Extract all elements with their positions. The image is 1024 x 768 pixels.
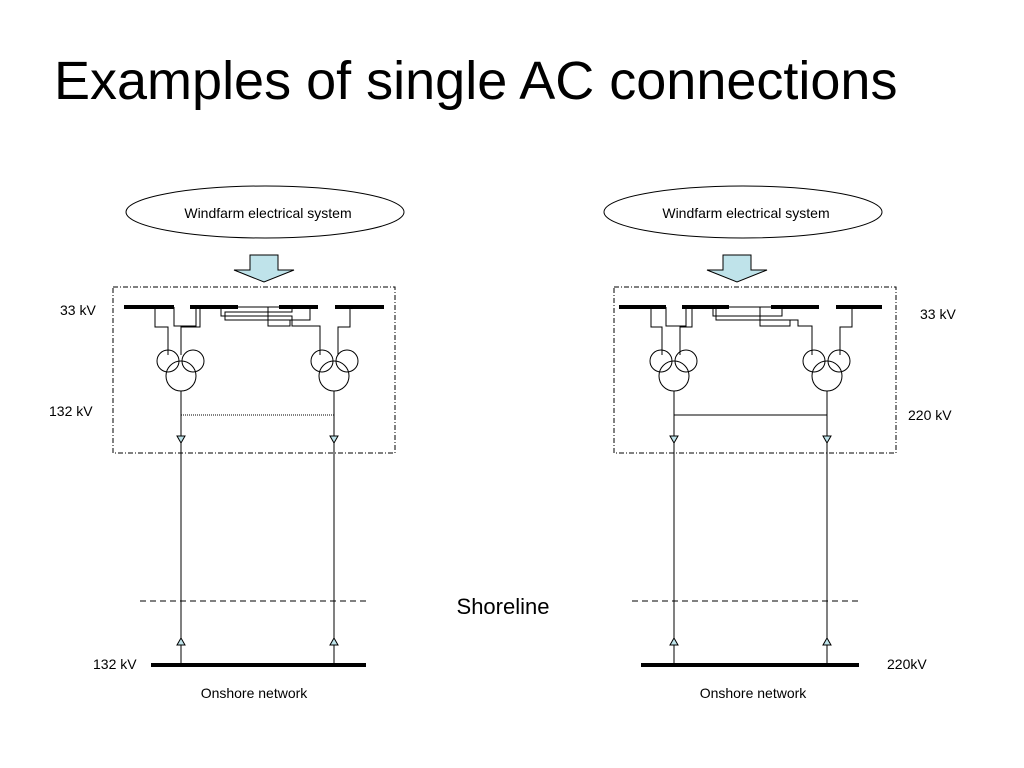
right-onshore-voltage-label: 220kV: [887, 656, 927, 672]
left-33kv-label: 33 kV: [60, 302, 96, 318]
shoreline-label: Shoreline: [457, 594, 550, 619]
left-windfarm-ellipse: [125, 185, 405, 239]
right-onshore-network-label: Onshore network: [700, 685, 808, 701]
left-offshore-boundary: [112, 286, 396, 454]
right-220kv-label: 220 kV: [908, 407, 952, 423]
right-down-arrow: [706, 254, 768, 283]
right-windfarm-ellipse: [603, 185, 883, 239]
left-system: [112, 185, 405, 667]
right-system: [603, 185, 897, 667]
right-transformer-1: [649, 349, 698, 392]
right-33kv-label: 33 kV: [920, 306, 956, 322]
right-windfarm-label: Windfarm electrical system: [662, 205, 829, 221]
left-windfarm-label: Windfarm electrical system: [184, 205, 351, 221]
left-transformer-1: [156, 349, 205, 392]
right-transformer-2: [802, 349, 851, 392]
left-down-arrow: [233, 254, 295, 283]
left-transformer-2: [310, 349, 359, 392]
left-onshore-network-label: Onshore network: [201, 685, 309, 701]
slide-title: Examples of single AC connections: [54, 51, 898, 111]
left-132kv-label: 132 kV: [49, 403, 93, 419]
left-onshore-voltage-label: 132 kV: [93, 656, 137, 672]
right-offshore-boundary: [613, 286, 897, 454]
